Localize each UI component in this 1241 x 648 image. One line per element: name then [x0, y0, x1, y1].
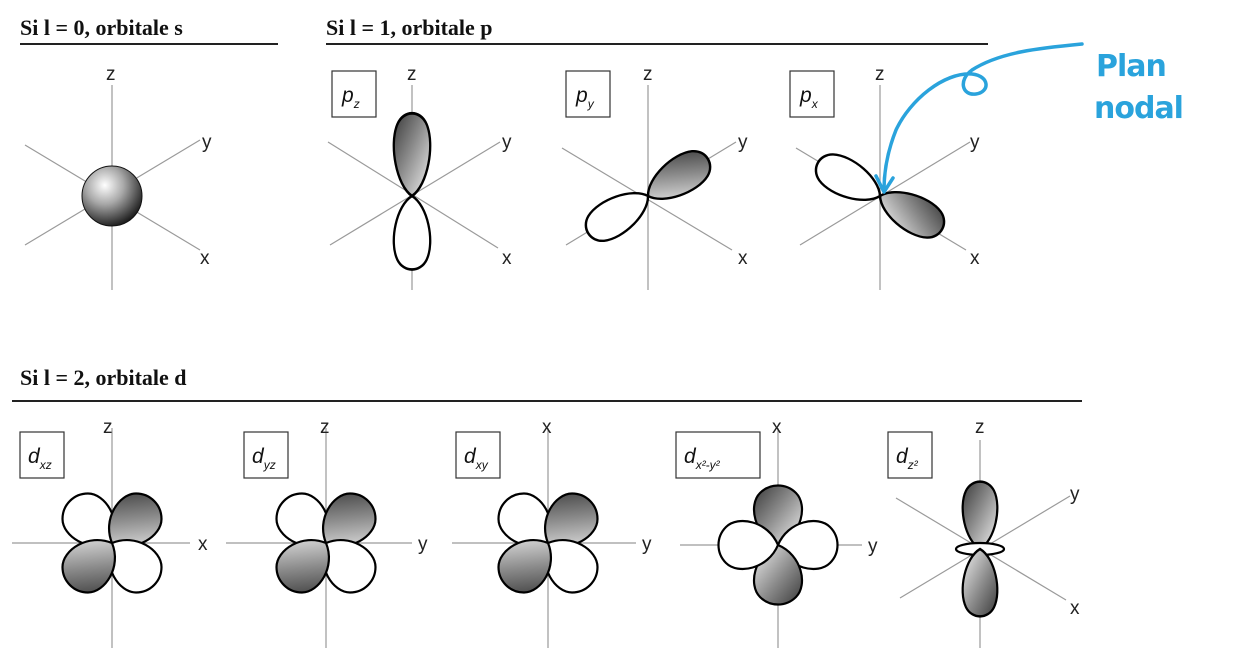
dxz-orbital-diagram: dxz z x [12, 417, 208, 648]
px-axis-z-label: z [875, 64, 885, 85]
py-axis-z-label: z [643, 64, 653, 85]
pz-axis-y-label: y [502, 132, 512, 153]
py-axis-x-label: x [738, 248, 748, 269]
section-heading-s: Si l = 0, orbitale s [20, 15, 183, 40]
dz2-lobe-lower [961, 547, 999, 618]
section-heading-d: Si l = 2, orbitale d [20, 365, 187, 390]
dxy-orbital-diagram: dxy x y [452, 417, 652, 648]
dx2y2-label: dx²-y² [684, 445, 721, 472]
dyz-axis-2-label: y [418, 534, 428, 555]
dxy-label: dxy [464, 445, 489, 472]
annotation-text-line2: nodal [1094, 91, 1183, 126]
dxy-axis-1-label: x [542, 417, 552, 438]
pz-orbital-diagram: pz z y x [327, 64, 512, 290]
pz-lobe-upper [392, 111, 432, 198]
dyz-label-box [243, 431, 289, 479]
dz2-label-box [887, 431, 933, 479]
dyz-orbital-diagram: dyz z y [226, 417, 428, 648]
annotation-arrow [882, 42, 1084, 192]
annotation-arrowhead-icon [874, 174, 895, 194]
s-axis-y-label: y [202, 132, 212, 153]
dx2y2-axis-2-label: y [868, 536, 878, 557]
s-orbital-sphere [81, 165, 143, 227]
px-orbital-diagram: px z y x [789, 64, 980, 290]
s-axis-z-label: z [106, 64, 116, 85]
py-label: py [575, 84, 595, 111]
dz2-orbital-diagram: dz² z y x [887, 417, 1080, 648]
dxz-label: dxz [28, 445, 52, 472]
dz2-lobe-upper [961, 480, 999, 551]
dx2y2-label-box [675, 431, 761, 479]
nodal-plane-annotation: Plan nodal [874, 42, 1184, 194]
dz2-label: dz² [896, 445, 919, 472]
pz-label: pz [341, 84, 360, 111]
px-label: px [799, 84, 819, 111]
pz-label-box [331, 70, 377, 118]
px-label-box [789, 70, 835, 118]
dxy-axis-2-label: y [642, 534, 652, 555]
dyz-axis-1-label: z [320, 417, 330, 438]
dz2-axis-y-label: y [1070, 484, 1080, 505]
dxz-axis-2-label: x [198, 534, 208, 555]
pz-axis-x-label: x [502, 248, 512, 269]
annotation-text-line1: Plan [1096, 49, 1166, 84]
dx2y2-axis-1-label: x [772, 417, 782, 438]
dx2y2-orbital-diagram: dx²-y² x y [675, 417, 878, 648]
pz-axis-z-label: z [407, 64, 417, 85]
dxz-label-box [19, 431, 65, 479]
s-orbital-diagram: z y x [24, 64, 212, 290]
px-axis-y-label: y [970, 132, 980, 153]
dxz-axis-1-label: z [103, 417, 113, 438]
dyz-label: dyz [252, 445, 276, 472]
px-axis-x-label: x [970, 248, 980, 269]
py-lobe-light [577, 179, 659, 251]
py-label-box [565, 70, 611, 118]
s-axis-x-label: x [200, 248, 210, 269]
dz2-axis-x-label: x [1070, 598, 1080, 619]
dxy-label-box [455, 431, 501, 479]
py-orbital-diagram: py z y x [561, 64, 748, 290]
py-axis-y-label: y [738, 132, 748, 153]
dz2-axis-z-label: z [975, 417, 985, 438]
pz-lobe-lower [392, 194, 432, 271]
section-heading-p: Si l = 1, orbitale p [326, 15, 493, 40]
